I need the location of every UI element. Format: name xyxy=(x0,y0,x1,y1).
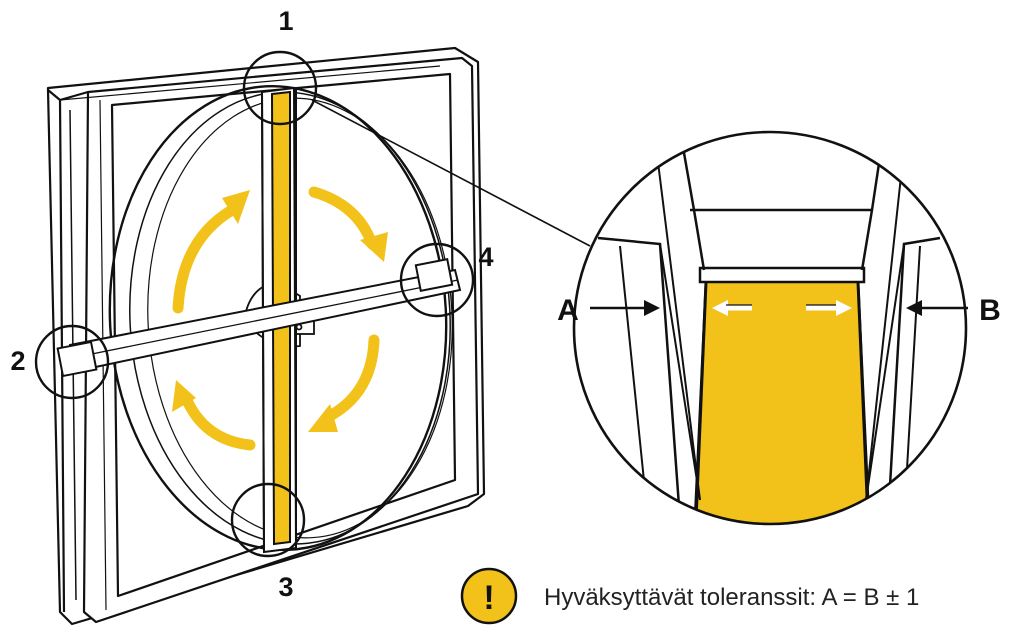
horizontal-spoke-beam xyxy=(56,258,462,378)
rotation-arrowheads xyxy=(172,190,388,432)
rotation-arrow-bottom-left xyxy=(180,392,256,451)
label-b: B xyxy=(979,294,1001,327)
measurement-arrow-a xyxy=(590,300,660,316)
tolerance-note: Hyväksyttävät toleranssit: A = B ± 1 xyxy=(544,584,919,611)
callout-circle-2 xyxy=(34,324,110,400)
rotation-arrows xyxy=(172,186,380,451)
callout-circle-4 xyxy=(399,242,475,318)
warning-icon-symbol: ! xyxy=(483,579,494,617)
callout-circle-3 xyxy=(230,482,306,558)
callout-number-3: 3 xyxy=(278,572,293,602)
warning-note: ! Hyväksyttävät toleranssit: A = B ± 1 xyxy=(460,567,919,625)
detail-leader-line xyxy=(311,99,591,247)
callout-circles xyxy=(34,50,475,558)
callout-number-1: 1 xyxy=(278,6,293,36)
detail-magnifier-outline xyxy=(572,130,968,526)
rotation-arrow-top-left xyxy=(172,204,238,314)
detail-magnifier xyxy=(574,132,966,524)
rotation-arrow-top-right xyxy=(308,186,378,250)
rotation-arrow-bottom-right xyxy=(320,334,380,424)
warning-icon xyxy=(460,567,518,625)
callout-number-4: 4 xyxy=(478,242,493,272)
callout-circle-1 xyxy=(242,50,318,126)
detail-yellow-blade xyxy=(692,278,872,524)
measurement-arrow-b xyxy=(906,300,968,316)
callout-number-2: 2 xyxy=(10,346,25,376)
label-a: A xyxy=(557,294,579,327)
